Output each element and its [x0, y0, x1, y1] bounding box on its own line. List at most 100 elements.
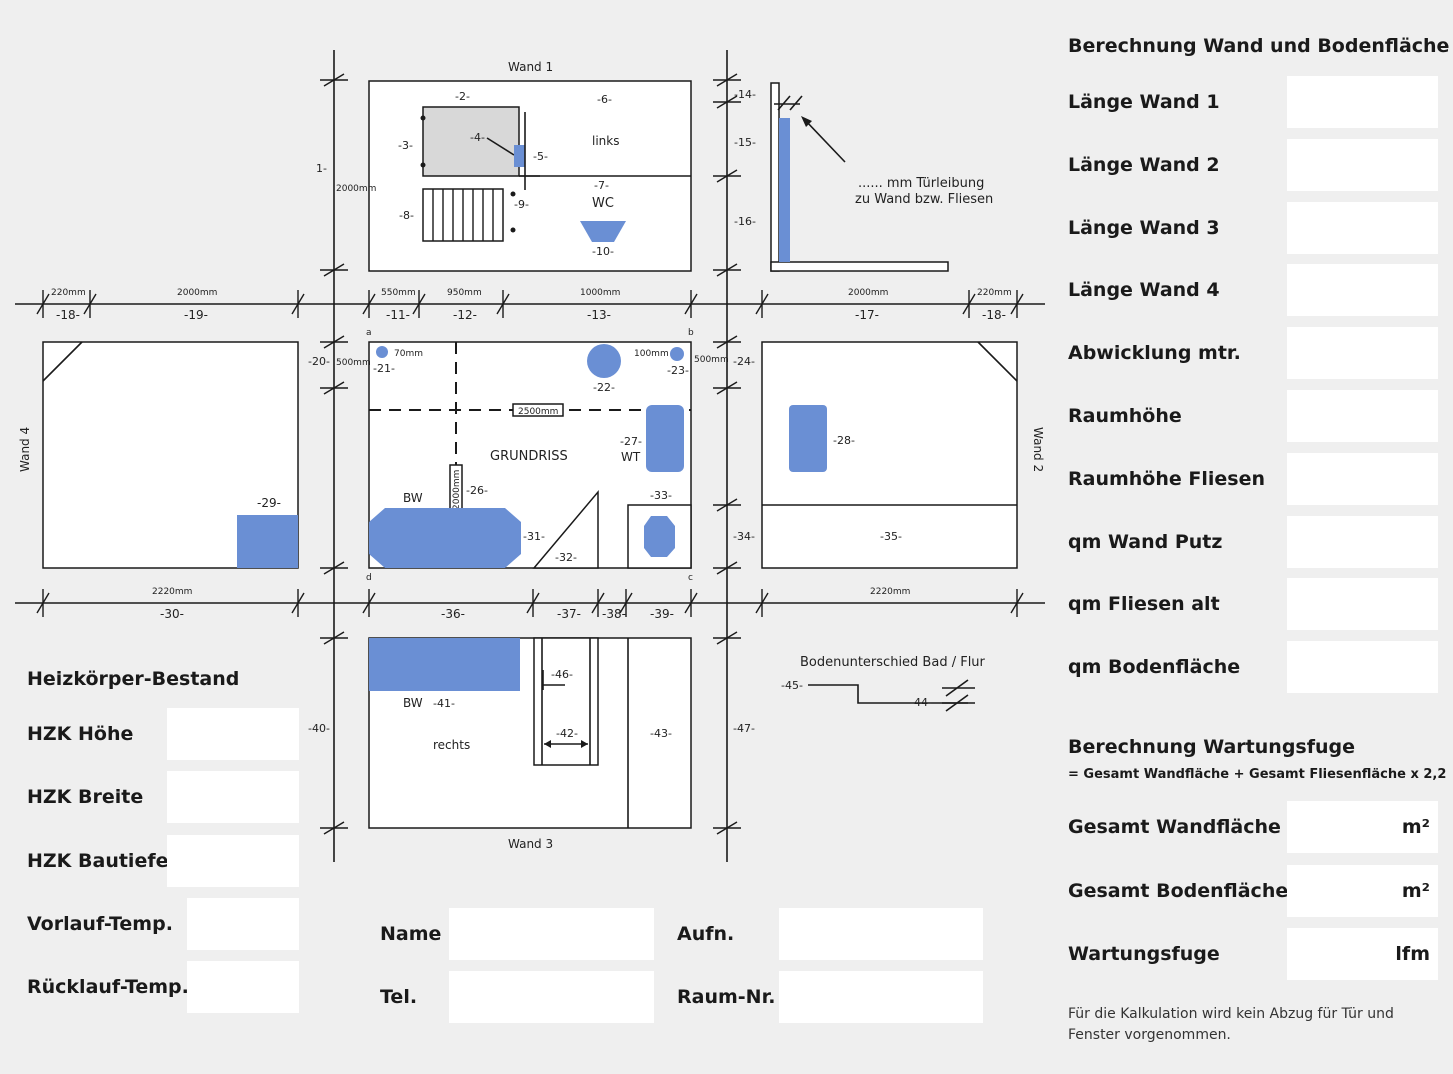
- fuge-row-field[interactable]: [1287, 928, 1438, 980]
- svg-text:-37-: -37-: [557, 607, 581, 621]
- svg-text:a: a: [366, 328, 372, 338]
- svg-text:-5-: -5-: [533, 150, 548, 163]
- fuge-row-field[interactable]: [1287, 801, 1438, 853]
- svg-text:-12-: -12-: [453, 308, 477, 322]
- svg-text:-7-: -7-: [594, 179, 609, 192]
- calc-row-field[interactable]: [1287, 76, 1438, 128]
- svg-text:-39-: -39-: [650, 607, 674, 621]
- svg-text:-15-: -15-: [734, 136, 756, 149]
- svg-text:d: d: [366, 573, 372, 583]
- name-label: Name: [380, 923, 442, 945]
- wall-4-label: Wand 4: [18, 427, 32, 472]
- svg-text:70mm: 70mm: [394, 349, 423, 359]
- heiz-row-field[interactable]: [167, 834, 299, 887]
- svg-text:-4-: -4-: [470, 131, 485, 144]
- calc-row-field[interactable]: [1287, 578, 1438, 631]
- calc-row-field[interactable]: [1287, 201, 1438, 254]
- svg-text:-29-: -29-: [257, 496, 281, 510]
- svg-text:-8-: -8-: [399, 209, 414, 222]
- svg-text:-21-: -21-: [373, 362, 395, 375]
- svg-text:2000mm: 2000mm: [452, 470, 462, 510]
- heiz-row-label: HZK Bautiefe: [27, 849, 169, 872]
- svg-text:-3-: -3-: [398, 139, 413, 152]
- svg-text:-2-: -2-: [455, 90, 470, 103]
- fuge-row-field[interactable]: [1287, 864, 1438, 917]
- aufn-label: Aufn.: [677, 923, 735, 945]
- svg-text:WC: WC: [592, 196, 614, 211]
- svg-text:-17-: -17-: [855, 308, 879, 322]
- heiz-row-label: HZK Breite: [27, 786, 144, 809]
- heiz-row-field[interactable]: [167, 771, 299, 824]
- svg-text:-43-: -43-: [650, 727, 672, 740]
- svg-text:-14-: -14-: [734, 88, 756, 101]
- svg-text:zu Wand bzw. Fliesen: zu Wand bzw. Fliesen: [855, 192, 993, 207]
- svg-text:-22-: -22-: [593, 381, 615, 394]
- svg-text:-34-: -34-: [733, 530, 755, 543]
- calc-row-field[interactable]: [1287, 452, 1438, 505]
- wall-1-label: Wand 1: [508, 60, 553, 74]
- svg-text:-42-: -42-: [556, 727, 578, 740]
- svg-text:950mm: 950mm: [447, 288, 482, 298]
- heiz-row-field[interactable]: [187, 961, 299, 1014]
- svg-text:220mm: 220mm: [977, 288, 1012, 298]
- heiz-row-label: HZK Höhe: [27, 723, 134, 745]
- svg-text:-36-: -36-: [441, 607, 465, 621]
- svg-text:-20-: -20-: [308, 355, 330, 368]
- svg-text:1-: 1-: [316, 162, 327, 175]
- calc-row-label: Länge Wand 2: [1068, 153, 1220, 176]
- wall-3-elevation: BW -41- rechts -46- -42- -43- Wand 3 -40…: [308, 637, 755, 851]
- calc-row-label: qm Wand Putz: [1068, 530, 1223, 553]
- svg-text:BW: BW: [403, 696, 423, 710]
- name-field[interactable]: [449, 908, 654, 960]
- calc-row-label: Abwicklung mtr.: [1068, 342, 1241, 365]
- heiz-row-field[interactable]: [167, 708, 299, 760]
- svg-text:-6-: -6-: [597, 93, 612, 106]
- wall-3-label: Wand 3: [508, 837, 553, 851]
- svg-text:Bodenunterschied Bad / Flur: Bodenunterschied Bad / Flur: [800, 655, 986, 670]
- aufn-field[interactable]: [779, 908, 983, 960]
- calc-row-field[interactable]: [1287, 390, 1438, 442]
- svg-text:-45-: -45-: [781, 679, 803, 692]
- calc-row-field[interactable]: [1287, 327, 1438, 380]
- tel-label: Tel.: [380, 986, 418, 1008]
- fuge-formula: = Gesamt Wandfläche + Gesamt Fliesenfläc…: [1068, 767, 1447, 782]
- calc-row-label: qm Bodenfläche: [1068, 656, 1241, 679]
- wall-1-elevation: Wand 1 -2- -6- -3- -4- -5- links -7- WC …: [316, 60, 692, 272]
- dimension-labels: 220mm 2000mm 550mm 950mm 1000mm 2000mm 2…: [51, 288, 1012, 621]
- heiz-row-label: Vorlauf-Temp.: [27, 912, 173, 935]
- fuge-row-label: Wartungsfuge: [1068, 943, 1220, 965]
- dimension-lines: [15, 50, 1045, 862]
- svg-text:500mm: 500mm: [336, 358, 371, 368]
- calc-row-field[interactable]: [1287, 138, 1438, 191]
- svg-text:b: b: [688, 328, 694, 338]
- heiz-row-field[interactable]: [187, 897, 299, 950]
- calc-row-field[interactable]: [1287, 515, 1438, 568]
- tel-field[interactable]: [449, 971, 654, 1023]
- calc-row-label: Länge Wand 1: [1068, 91, 1220, 113]
- svg-text:-26-: -26-: [466, 484, 488, 497]
- svg-text:-10-: -10-: [592, 245, 614, 258]
- svg-text:rechts: rechts: [433, 738, 470, 752]
- calc-row-label: Länge Wand 3: [1068, 216, 1220, 239]
- raum-field[interactable]: [779, 971, 983, 1023]
- svg-text:WT: WT: [621, 450, 641, 464]
- floor-plan-diagram: .w { fill: #fff; stroke: #1a1a1a; stroke…: [15, 50, 1045, 862]
- svg-text:550mm: 550mm: [381, 288, 416, 298]
- calc-title: Berechnung Wand und Bodenfläche: [1068, 35, 1450, 57]
- svg-text:100mm: 100mm: [634, 349, 669, 359]
- svg-text:-31-: -31-: [523, 530, 545, 543]
- floor-plan-grundriss: 2500mm 70mm 100mm -21- -22- -23- -27- WT…: [308, 328, 755, 583]
- heiz-title: Heizkörper-Bestand: [27, 668, 240, 690]
- calc-row-label: Länge Wand 4: [1068, 279, 1220, 302]
- svg-text:220mm: 220mm: [51, 288, 86, 298]
- calc-row-field[interactable]: [1287, 264, 1438, 317]
- svg-text:-13-: -13-: [587, 308, 611, 322]
- svg-text:...... mm Türleibung: ...... mm Türleibung: [858, 176, 984, 191]
- svg-text:-40-: -40-: [308, 722, 330, 735]
- wall-2-label: Wand 2: [1031, 427, 1045, 472]
- svg-text:-33-: -33-: [650, 489, 672, 502]
- svg-text:2220mm: 2220mm: [152, 587, 192, 597]
- svg-text:-23-: -23-: [667, 364, 689, 377]
- svg-text:500mm: 500mm: [694, 355, 729, 365]
- calc-row-field[interactable]: [1287, 641, 1438, 694]
